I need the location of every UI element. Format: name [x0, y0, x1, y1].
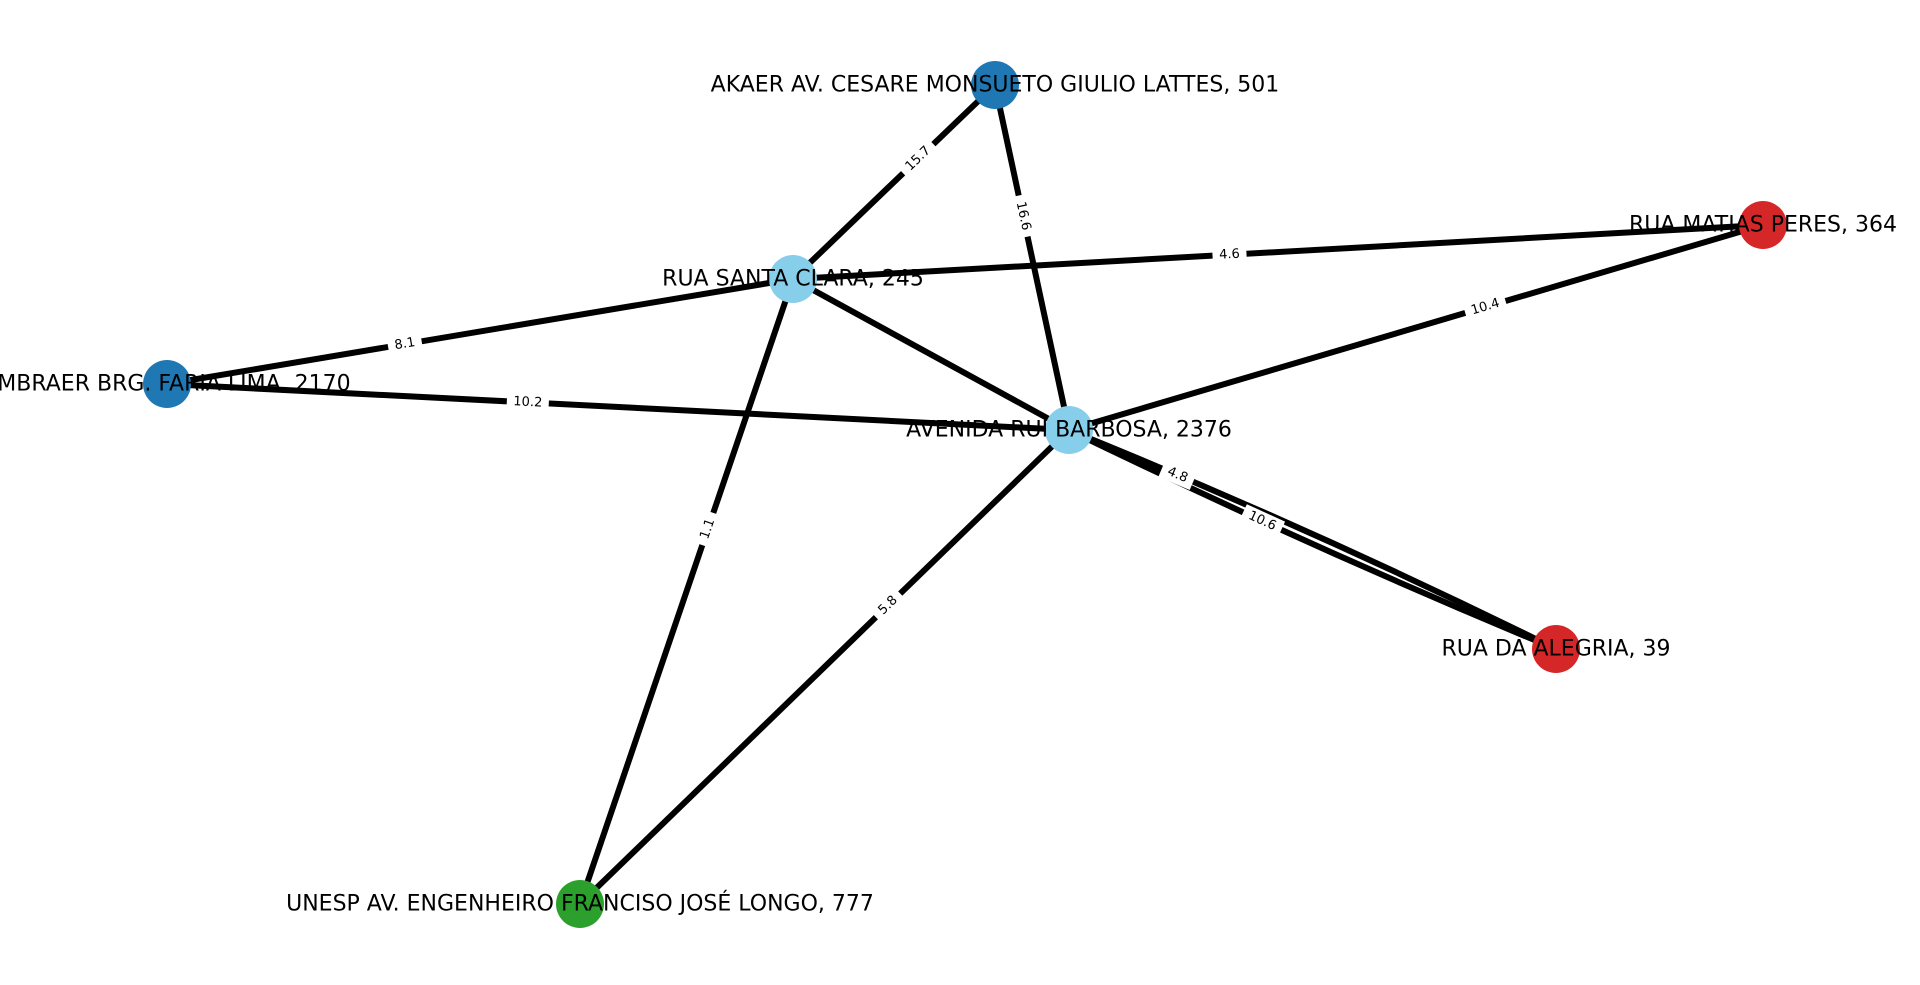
edge-weight-background	[506, 392, 550, 413]
edge-weight-background	[1239, 504, 1286, 539]
edge-weight-background	[386, 332, 424, 356]
node-labels-layer: AKAER AV. CESARE MONSUETO GIULIO LATTES,…	[0, 73, 1897, 917]
node-unesp	[556, 880, 604, 928]
edge-embraer-rui_barbosa	[164, 381, 1072, 433]
node-embraer	[143, 360, 191, 408]
edge-weight-text: 8.1	[393, 335, 416, 353]
edge-matias-rui_barbosa	[1066, 222, 1766, 433]
edge-santa_clara-embraer	[164, 276, 796, 387]
edge-weight-background	[896, 137, 940, 180]
edge-weight-text: 4.6	[1219, 247, 1240, 263]
edge-santa_clara-rui_barbosa	[790, 276, 1072, 433]
node-label-rui_barbosa: AVENIDA RUI BARBOSA, 2376	[906, 418, 1232, 443]
edge-weight-label: 15.7	[896, 137, 940, 180]
edge-rui_barbosa-unesp	[577, 427, 1072, 907]
node-label-embraer: EMBRAER BRG. FARIA LIMA, 2170	[0, 372, 351, 397]
edge-santa_clara-unesp	[577, 276, 796, 907]
node-rui_barbosa	[1045, 406, 1093, 454]
edge-weight-background	[1212, 244, 1247, 265]
edge-weight-label: 10.4	[1462, 292, 1509, 322]
nodes-layer	[143, 61, 1787, 928]
edge-weight-label: 16.6	[1009, 193, 1037, 239]
node-label-akaer: AKAER AV. CESARE MONSUETO GIULIO LATTES,…	[711, 73, 1280, 98]
edge-weight-background	[1158, 460, 1197, 490]
edge-weight-label: 4.6	[1212, 244, 1247, 265]
edge-santa_clara-matias	[790, 222, 1766, 282]
node-alegria	[1532, 625, 1580, 673]
edge-rui_barbosa-alegria	[1066, 427, 1559, 652]
edge-weight-label: 4.8	[1158, 460, 1197, 490]
node-label-alegria: RUA DA ALEGRIA, 39	[1441, 637, 1670, 662]
edge-weight-background	[869, 587, 907, 624]
edge-weight-text: 10.2	[513, 394, 543, 410]
edge-rui_barbosa-alegria	[1066, 427, 1559, 652]
edge-weight-background	[693, 510, 722, 548]
edge-weight-label: 8.1	[386, 332, 424, 356]
edge-weight-background	[1462, 292, 1509, 322]
node-matias	[1739, 201, 1787, 249]
node-label-matias: RUA MATIAS PERES, 364	[1629, 213, 1897, 238]
edge-weight-text: 4.8	[1165, 464, 1190, 486]
node-label-santa_clara: RUA SANTA CLARA, 245	[662, 267, 924, 292]
edge-akaer-rui_barbosa	[992, 82, 1072, 433]
edge-weight-text: 16.6	[1013, 200, 1034, 231]
node-akaer	[971, 61, 1019, 109]
node-label-unesp: UNESP AV. ENGENHEIRO FRANCISO JOSÉ LONGO…	[286, 891, 874, 917]
edge-weight-label: 1.1	[693, 510, 722, 548]
edge-weight-background	[1009, 193, 1037, 239]
edge-akaer-santa_clara	[790, 82, 998, 282]
node-santa_clara	[769, 255, 817, 303]
edges-layer	[164, 82, 1766, 907]
edge-weight-text: 1.1	[697, 517, 718, 541]
edge-weight-label: 10.2	[506, 392, 550, 413]
